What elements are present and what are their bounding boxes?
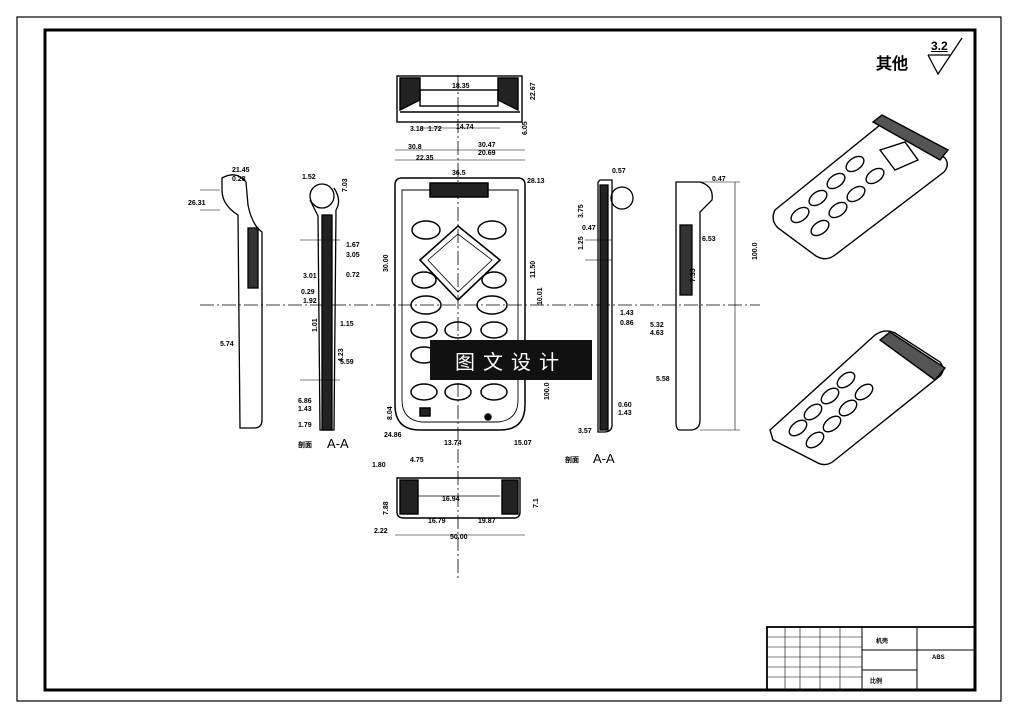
- dim-lp-0: 21.45: [232, 167, 250, 174]
- dim-rs-4: 1.43: [620, 310, 634, 317]
- dim-top-1: 22.67: [530, 82, 537, 100]
- dim-rp-2: 7.33: [690, 268, 697, 282]
- section-label-left: A-A: [327, 436, 349, 451]
- dim-top-9: 20.69: [478, 150, 496, 157]
- dim-bv-8: 2.22: [374, 528, 388, 535]
- dim-rs-8: 3.57: [578, 428, 592, 435]
- section-prefix-right: 剖面: [565, 457, 579, 464]
- dim-rp-6: 100.0: [752, 242, 759, 260]
- dim-lp-3: 5.74: [220, 341, 234, 348]
- bottom-view: [395, 477, 525, 536]
- title-block: [766, 626, 976, 691]
- dim-bv-1: 4.75: [410, 457, 424, 464]
- isometric-view-bottom: [769, 330, 947, 466]
- dim-ls-8: 1.01: [312, 318, 319, 332]
- dim-fv-2: 28.13: [527, 178, 545, 185]
- front-view: [394, 177, 526, 431]
- watermark-label: 图文设计: [430, 340, 592, 380]
- left-profile-view: [200, 174, 263, 429]
- dim-fv-0: 36.5: [452, 170, 466, 177]
- dim-bv-6: 7.1: [533, 498, 540, 508]
- dim-rs-3: 0.47: [582, 225, 596, 232]
- dim-top-6: 30.8: [408, 144, 422, 151]
- title-block-scale: 比例: [870, 679, 883, 685]
- dim-fv-9: 100.0: [544, 382, 551, 400]
- dim-ls-12: 1.43: [298, 406, 312, 413]
- section-prefix-left: 剖面: [298, 442, 312, 449]
- dim-top-7: 22.35: [416, 155, 434, 162]
- dim-bv-2: 16.94: [442, 496, 460, 503]
- dim-fv-1: 30.00: [383, 254, 390, 272]
- dim-bv-4: 16.79: [428, 518, 446, 525]
- dim-bv-7: 50.00: [450, 534, 468, 541]
- right-section-view: [585, 179, 634, 433]
- dim-lp-1: 0.28: [232, 176, 246, 183]
- dim-top-8: 30.47: [478, 142, 496, 149]
- dim-rs-1: 3.75: [578, 204, 585, 218]
- dim-ls-4: 3.01: [303, 273, 317, 280]
- outer-border: [16, 16, 1002, 702]
- dim-fv-5: 8.04: [387, 406, 394, 420]
- dim-bv-0: 1.80: [372, 462, 386, 469]
- dim-fv-4: 10.01: [537, 287, 544, 305]
- isometric-view-top: [772, 114, 950, 260]
- dim-ls-3: 3.05: [346, 252, 360, 259]
- dim-rp-3: 5.32: [650, 322, 664, 329]
- left-section-view: [300, 183, 340, 431]
- dim-ls-9: 1.15: [340, 321, 354, 328]
- section-label-right: A-A: [593, 451, 615, 466]
- dim-ls-7: 1.92: [303, 298, 317, 305]
- dim-rs-0: 0.57: [612, 168, 626, 175]
- dim-top-4: 14.74: [456, 124, 474, 131]
- dim-ls-5: 0.72: [346, 272, 360, 279]
- dim-ls-1: 7.03: [342, 178, 349, 192]
- dim-fv-7: 13.74: [444, 440, 462, 447]
- dim-rs-6: 0.60: [618, 402, 632, 409]
- right-profile-view: [675, 181, 740, 431]
- title-block-material: ABS: [932, 655, 945, 661]
- dim-ls-11: 6.86: [298, 398, 312, 405]
- dim-rp-5: 5.58: [656, 376, 670, 383]
- roughness-symbol: [927, 37, 963, 76]
- inner-border: [43, 28, 977, 692]
- dim-bv-3: 7.88: [383, 501, 390, 515]
- dim-rs-7: 1.43: [618, 410, 632, 417]
- dim-fv-6: 24.86: [384, 432, 402, 439]
- dim-top-0: 18.35: [452, 83, 470, 90]
- dim-rp-1: 6.53: [702, 236, 716, 243]
- dim-ls-2: 1.67: [346, 242, 360, 249]
- dim-ls-13: 1.79: [298, 422, 312, 429]
- dim-bv-5: 19.87: [478, 518, 496, 525]
- dim-top-2: 3.18: [410, 126, 424, 133]
- dim-rs-2: 1.25: [578, 236, 585, 250]
- dim-ls-0: 1.52: [302, 174, 316, 181]
- dim-ls-14: 5.59: [340, 359, 354, 366]
- title-block-part-name: 机壳: [876, 639, 889, 645]
- dim-top-5: 6.05: [522, 121, 529, 135]
- dim-fv-3: 11.50: [530, 260, 537, 278]
- dim-rs-5: 0.86: [620, 320, 634, 327]
- dim-rp-0: 0.47: [712, 176, 726, 183]
- roughness-value: 3.2: [931, 39, 948, 53]
- top-view: [395, 75, 525, 161]
- dim-lp-2: 26.31: [188, 200, 206, 207]
- dim-rp-4: 4.63: [650, 330, 664, 337]
- dim-ls-6: 0.29: [301, 289, 315, 296]
- dim-top-3: 1.72: [428, 126, 442, 133]
- dim-fv-8: 15.07: [514, 440, 532, 447]
- roughness-note: 其他: [876, 56, 909, 73]
